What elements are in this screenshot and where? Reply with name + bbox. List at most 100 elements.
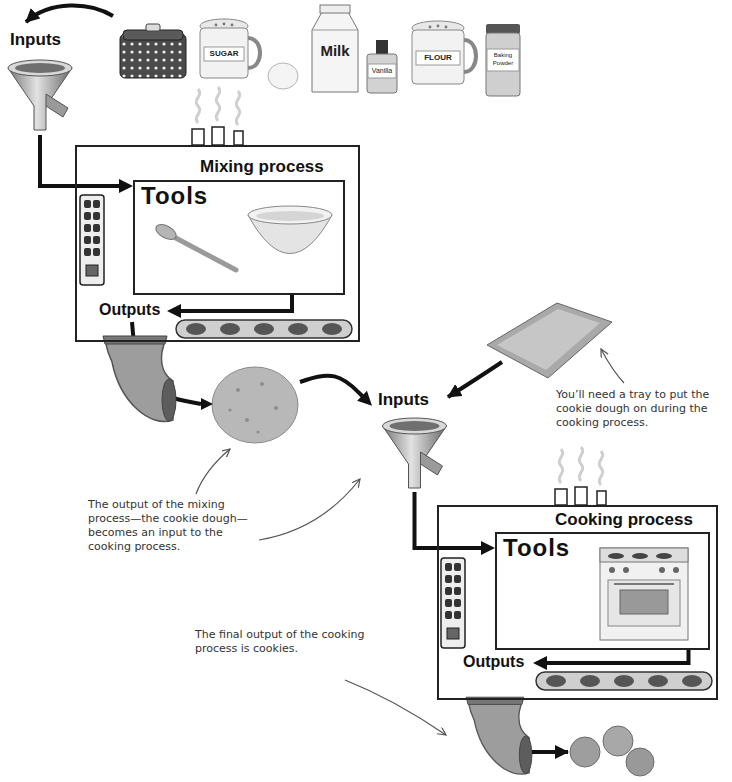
ingredient-label: Milk [312, 42, 358, 60]
leader-line [196, 449, 230, 494]
output-pipe [466, 697, 532, 774]
tools-label: Tools [141, 182, 208, 210]
cookie-arrow [532, 750, 568, 754]
stove [656, 553, 672, 559]
cookie-dough [245, 418, 249, 422]
input-arrow [26, 5, 113, 22]
control-panel [80, 195, 104, 285]
sugar-canister [204, 47, 244, 61]
mixing-tools [153, 206, 332, 270]
machine-chimneys [555, 447, 606, 505]
milk-carton [312, 30, 358, 31]
flour-canister [445, 26, 448, 29]
cookie-dough [236, 388, 240, 392]
inputs-label: Inputs [378, 390, 429, 410]
vanilla-bottle [368, 64, 396, 78]
outputs-label: Outputs [99, 300, 160, 320]
tray-arrow [448, 362, 502, 397]
stove [614, 583, 674, 585]
flour-canister [412, 21, 476, 84]
flow-connector [40, 135, 120, 186]
conveyor-belt [176, 320, 352, 338]
cookie-dough [212, 367, 298, 443]
stove [632, 553, 648, 559]
machine-chimneys [192, 87, 243, 145]
flour-canister [429, 26, 432, 29]
conveyor-belt [536, 672, 712, 690]
cookies [570, 726, 654, 776]
annotation: You’ll need a tray to put the cookie dou… [556, 388, 721, 430]
sugar-canister [200, 28, 248, 78]
ingredient-label: Baking Powder [487, 51, 519, 67]
ingredient-label: SUGAR [204, 48, 244, 60]
flow-connector [415, 492, 483, 548]
flour-canister [437, 25, 440, 28]
milk-carton [312, 12, 358, 92]
baking-tray [487, 303, 612, 378]
input-funnel: Inputs [2, 28, 78, 135]
tools-panel: Tools [133, 180, 345, 295]
sugar-canister [248, 38, 260, 68]
stove [600, 548, 688, 640]
baking-powder-jar [487, 49, 519, 71]
butter-dish [120, 34, 186, 78]
stove [608, 580, 680, 626]
arrowhead [201, 398, 213, 410]
baking-tray [497, 309, 600, 370]
leader-line [259, 479, 360, 540]
outputs-label: Outputs [463, 652, 524, 672]
output-pipe [103, 336, 176, 421]
cookie-dough [212, 367, 298, 443]
sugar-canister [215, 24, 218, 27]
vanilla-bottle [376, 40, 388, 54]
sugar-canister [223, 23, 226, 26]
cookie-dough [260, 382, 264, 386]
stove [673, 567, 679, 573]
annotation: The output of the mixing process—the coo… [88, 498, 256, 554]
output-spout: Outputs [97, 300, 167, 322]
cookie-dough [256, 430, 259, 433]
cookie-dough [274, 406, 278, 410]
stove [659, 567, 665, 573]
funnel-icon [383, 418, 447, 488]
funnel-icon [8, 60, 72, 130]
butter-dish [146, 24, 160, 31]
vanilla-bottle [367, 40, 397, 93]
mixing-tools [153, 222, 178, 243]
milk-carton [312, 5, 358, 92]
tools-label: Tools [503, 534, 570, 562]
ingredient-label: Vanilla [367, 66, 397, 76]
process-heading: Cooking process [555, 510, 693, 530]
stove [623, 567, 629, 573]
inputs-label: Inputs [10, 30, 61, 50]
sugar-canister [231, 24, 234, 27]
cookies [570, 737, 600, 767]
mixing-tools [248, 206, 332, 224]
tools-panel: Tools [495, 532, 710, 650]
flour-canister [464, 40, 476, 72]
sugar-canister [200, 19, 260, 78]
vanilla-bottle [367, 54, 397, 93]
cookies [603, 726, 633, 756]
stove [600, 548, 688, 640]
cookie-dough [228, 408, 231, 411]
input-funnel: Inputs [372, 388, 457, 492]
stove [608, 553, 624, 559]
ingredients [120, 5, 520, 96]
milk-carton [320, 5, 350, 13]
flow-connector [546, 650, 689, 663]
leader-line [601, 349, 624, 383]
mixing-tools [172, 236, 236, 270]
leader-line [345, 680, 446, 735]
process-machine: Cooking processToolsOutputs [437, 505, 718, 700]
process-heading: Mixing process [200, 157, 324, 177]
cookies [626, 748, 654, 776]
egg [268, 63, 298, 89]
process-machine: Mixing processToolsOutputs [75, 145, 360, 342]
flow-connector [180, 295, 292, 311]
baking-powder-jar [486, 24, 520, 96]
flour-canister [412, 30, 464, 84]
stove [609, 567, 615, 573]
